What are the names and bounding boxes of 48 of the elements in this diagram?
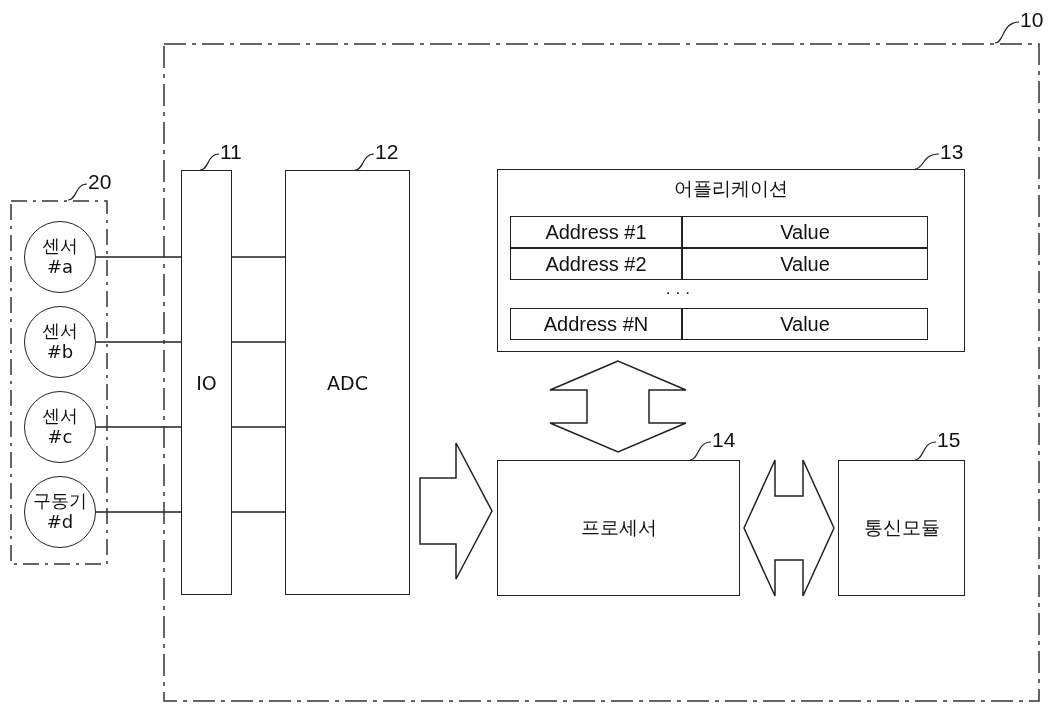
block-arrow <box>549 360 687 453</box>
application-panel <box>497 169 965 352</box>
system-boundary <box>163 43 1040 702</box>
table-cell: Value <box>682 308 928 340</box>
sensor-circle: 센서 #a <box>24 221 96 293</box>
connection-line <box>231 511 286 513</box>
component-block <box>838 460 965 596</box>
table-cell: Address #1 <box>510 216 682 248</box>
block-label: 어플리케이션 <box>674 176 788 201</box>
ellipsis: · · · <box>664 283 692 303</box>
block-label: IO <box>196 371 217 394</box>
leader-line <box>67 183 88 201</box>
table-cell: Address #2 <box>510 248 682 280</box>
table-cell: Value <box>682 248 928 280</box>
reference-numeral: 10 <box>1020 8 1044 32</box>
sensor-circle: 센서 #c <box>24 391 96 463</box>
block-label: 프로세서 <box>580 515 657 540</box>
component-block <box>181 170 232 595</box>
sensor-circle: 구동기 #d <box>24 476 96 548</box>
connection-line <box>231 256 286 258</box>
connection-line <box>95 511 182 513</box>
sensor-group-boundary <box>10 200 108 565</box>
reference-numeral: 11 <box>220 140 242 164</box>
connection-line <box>95 256 182 258</box>
block-label: ADC <box>327 371 368 394</box>
reference-numeral: 14 <box>712 428 736 452</box>
table-cell: Address #N <box>510 308 682 340</box>
leader-line <box>354 153 375 171</box>
leader-line <box>199 153 220 171</box>
reference-numeral: 20 <box>88 170 112 194</box>
connection-line <box>95 341 182 343</box>
component-block <box>285 170 410 595</box>
leader-line <box>914 441 937 461</box>
reference-numeral: 13 <box>940 140 964 164</box>
connection-line <box>231 426 286 428</box>
reference-numeral: 15 <box>937 428 961 452</box>
sensor-circle: 센서 #b <box>24 306 96 378</box>
leader-line <box>914 153 940 170</box>
connection-line <box>95 426 182 428</box>
block-label: 통신모듈 <box>863 515 940 540</box>
component-block <box>497 460 740 596</box>
block-arrow <box>419 442 493 580</box>
leader-line <box>994 21 1020 44</box>
table-cell: Value <box>682 216 928 248</box>
reference-numeral: 12 <box>375 140 399 164</box>
connection-line <box>231 341 286 343</box>
block-arrow <box>743 459 835 597</box>
leader-line <box>689 441 712 461</box>
